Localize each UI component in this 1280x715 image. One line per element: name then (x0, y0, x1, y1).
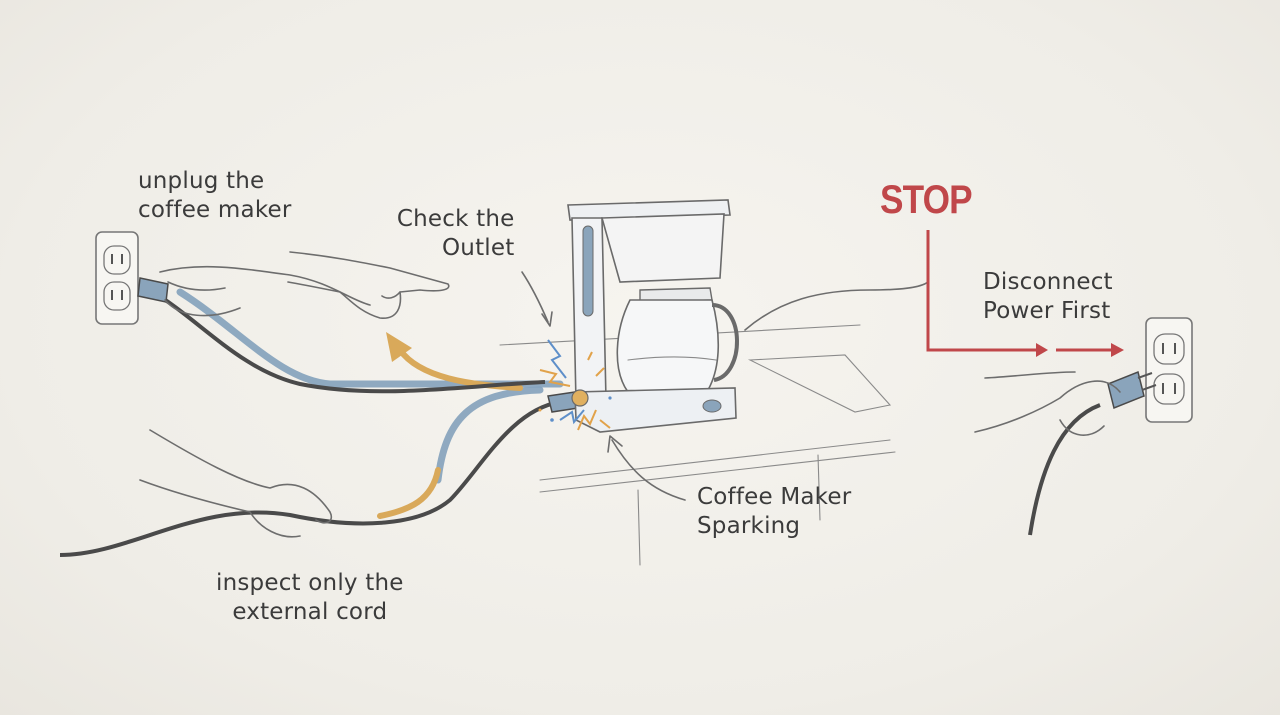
stop-arrows (926, 230, 1124, 357)
hand-disconnecting-icon (974, 371, 1121, 436)
power-cords (59, 277, 1157, 557)
left-outlet-icon (95, 231, 139, 325)
hand-unplugging-icon (159, 265, 371, 317)
label-sparking: Coffee Maker Sparking (697, 484, 852, 539)
leader-lines (521, 271, 929, 501)
gold-guide-arrows (377, 332, 523, 519)
label-check-outlet: Check the Outlet (396, 206, 515, 261)
right-outlet-icon (1145, 317, 1193, 423)
coffee-maker-icon (567, 199, 739, 433)
label-disconnect: Disconnect Power First (983, 269, 1113, 324)
counter (499, 324, 896, 566)
label-inspect: inspect only the external cord (216, 570, 404, 625)
blue-guide-arrows (176, 288, 564, 484)
stop-label: STOP (880, 178, 973, 222)
hand-pointing-icon (287, 251, 450, 319)
label-unplug: unplug the coffee maker (138, 168, 292, 223)
sparks-icon (538, 339, 612, 431)
hand-holding-cord-icon (139, 429, 333, 538)
